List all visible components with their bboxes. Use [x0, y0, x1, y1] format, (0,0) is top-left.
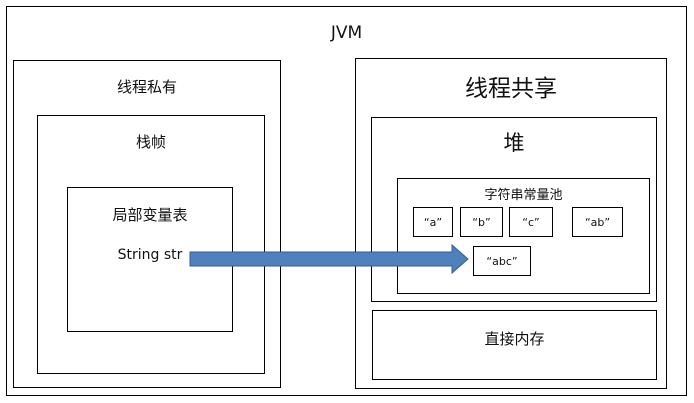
reference-arrow-shape: [189, 243, 469, 275]
stack-frame-title: 栈帧: [135, 133, 166, 151]
thread-shared-title: 线程共享: [465, 76, 557, 102]
pool-item-abc: “abc”: [473, 246, 531, 276]
string-str-variable: String str: [117, 247, 183, 263]
heap-title: 堆: [503, 131, 525, 155]
direct-memory-title: 直接内存: [484, 330, 545, 348]
pool-item-b: “b”: [460, 207, 503, 237]
pool-item-a: “a”: [413, 207, 453, 237]
thread-private-title: 线程私有: [116, 78, 177, 96]
local-variable-table-title: 局部变量表: [112, 206, 188, 224]
pool-item-c: “c”: [509, 207, 553, 237]
pool-item-ab: “ab”: [572, 207, 623, 237]
direct-memory-box: 直接内存: [372, 310, 657, 380]
jvm-title: JVM: [330, 23, 363, 43]
string-constant-pool-title: 字符串常量池: [484, 188, 563, 203]
